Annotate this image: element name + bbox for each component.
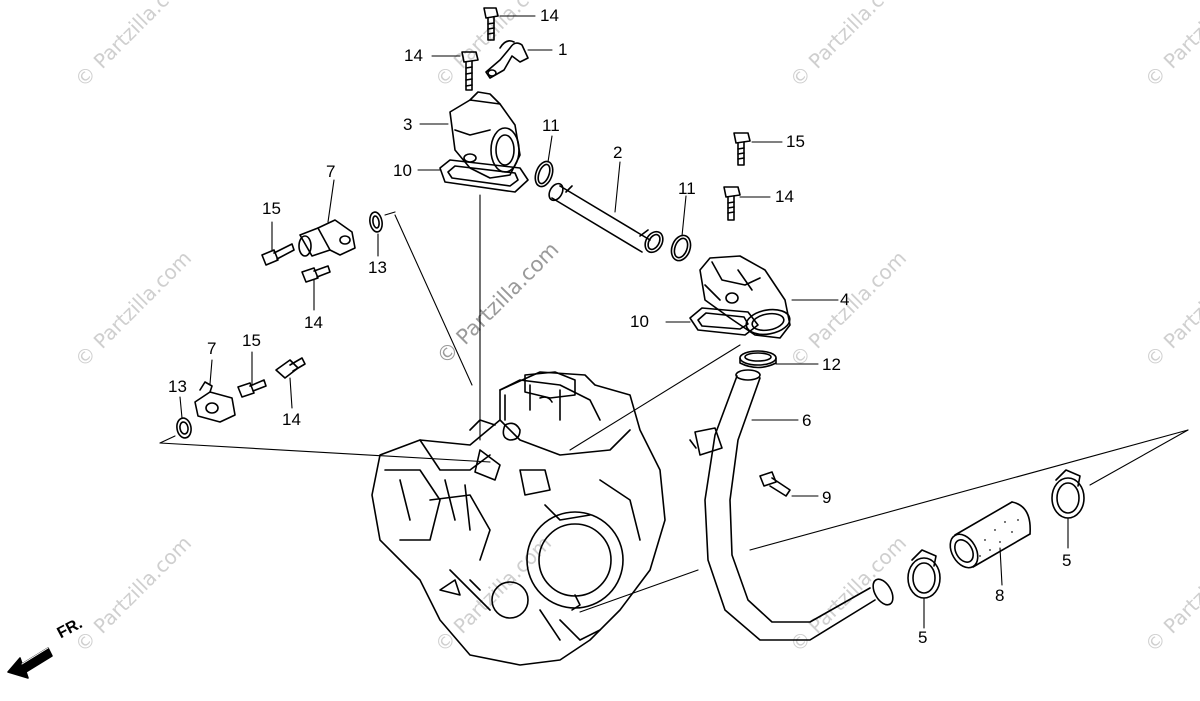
callout-14: 14 [404,46,423,65]
callout-15: 15 [242,331,261,350]
callout-13: 13 [368,258,387,277]
part-10-gasket-lower [689,307,759,336]
bolt-14-right [723,186,741,221]
part-12-seal [739,350,777,369]
bolt-14-left [301,265,331,283]
callout-5: 5 [1062,551,1072,570]
leader-lines [159,194,1189,613]
callout-14: 14 [775,187,794,206]
part-6-hose [689,369,894,641]
callout-14: 14 [304,313,323,332]
bolt-14-upper-left [461,51,479,91]
callout-11: 11 [542,116,560,135]
callout-11: 11 [678,179,696,198]
callout-5: 5 [918,628,928,647]
callout-7: 7 [207,339,217,358]
callout-leaders [179,15,1069,629]
bolt-9 [759,471,791,497]
bolt-14-lower [275,357,306,379]
callout-14: 14 [540,6,559,25]
part-8-hose-segment [949,501,1031,569]
front-direction-arrow [7,647,53,679]
callout-15: 15 [786,132,805,151]
callout-2: 2 [613,143,623,162]
bolt-15-left [261,243,295,266]
callout-1: 1 [558,40,568,59]
callout-13: 13 [168,377,187,396]
callout-10: 10 [630,312,649,331]
callout-3: 3 [403,115,413,134]
part-5-clamp-left [907,549,941,599]
callout-4: 4 [840,290,850,309]
part-10-gasket-upper [439,159,529,193]
part-5-clamp-right [1051,469,1085,519]
callout-15: 15 [262,199,281,218]
callout-9: 9 [822,488,832,507]
part-7-fitting-lower [194,381,236,423]
part-13-oring-upper [369,211,383,233]
callout-12: 12 [822,355,841,374]
part-4-housing [699,255,791,339]
part-1-clip [485,40,529,79]
callout-7: 7 [326,162,336,181]
bolt-15-lower [237,379,267,398]
part-11-oring-left [534,160,554,188]
part-2-pipe [548,182,664,254]
part-13-oring-lower [176,417,192,439]
engine-block [371,371,666,666]
callout-14: 14 [282,410,301,429]
callout-6: 6 [802,411,812,430]
callout-8: 8 [995,586,1005,605]
part-3-housing [449,91,521,179]
bolt-14-top [483,7,499,41]
part-7-fitting-upper [298,219,356,257]
bolt-15-right [733,132,751,166]
callout-10: 10 [393,161,412,180]
part-11-oring-right [670,234,692,262]
